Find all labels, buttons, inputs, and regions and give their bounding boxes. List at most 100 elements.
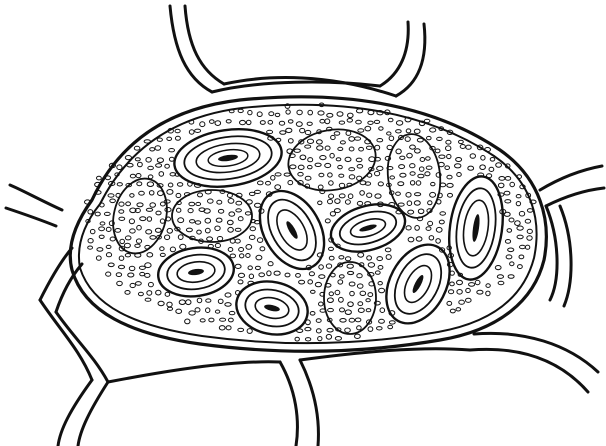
granule <box>357 326 362 330</box>
granule <box>127 163 133 167</box>
granule <box>349 168 355 171</box>
granule <box>468 166 474 170</box>
granule <box>218 209 223 213</box>
granule <box>155 146 161 150</box>
granule <box>406 129 411 133</box>
granule <box>396 121 402 126</box>
granule <box>228 199 234 204</box>
granule <box>200 122 205 127</box>
granule <box>140 272 145 275</box>
granule <box>218 299 223 303</box>
granule <box>356 158 362 162</box>
granule <box>259 273 265 277</box>
granule <box>217 237 222 241</box>
granule <box>267 271 271 276</box>
granule <box>208 199 214 203</box>
granule <box>389 136 394 141</box>
granule <box>305 145 311 148</box>
granule <box>330 153 334 158</box>
granule <box>248 266 252 270</box>
granule <box>519 211 524 216</box>
granule <box>368 263 374 268</box>
granule <box>255 266 260 269</box>
granule <box>206 308 210 313</box>
granule <box>238 273 244 277</box>
granule <box>236 201 242 205</box>
granule <box>469 283 475 287</box>
granule <box>366 309 371 312</box>
granule <box>470 154 475 159</box>
granule <box>386 255 391 260</box>
granule <box>415 193 421 196</box>
granule <box>327 298 333 303</box>
granule <box>317 146 323 150</box>
granular-body-1 <box>283 123 380 197</box>
granule <box>436 239 441 244</box>
granule <box>390 176 395 179</box>
granule <box>308 110 313 115</box>
granule <box>367 193 372 197</box>
granule <box>510 262 514 266</box>
granule <box>498 281 504 284</box>
granule <box>385 248 391 252</box>
granule <box>519 255 524 259</box>
granule <box>296 122 302 127</box>
granule <box>248 110 252 114</box>
granule <box>275 173 281 176</box>
granule <box>136 282 142 286</box>
granule <box>388 325 393 328</box>
granule <box>335 290 340 294</box>
granule <box>439 155 445 158</box>
granule <box>119 256 124 260</box>
granule <box>210 120 215 124</box>
granule <box>328 308 334 311</box>
granule <box>150 236 156 240</box>
granule <box>459 140 464 143</box>
granule <box>496 163 502 168</box>
granule <box>508 275 514 279</box>
granule <box>498 183 504 188</box>
granule <box>388 118 393 122</box>
granule <box>368 327 373 332</box>
granule <box>517 235 523 239</box>
granule <box>426 157 431 160</box>
granule <box>318 111 324 115</box>
granule <box>160 247 164 251</box>
granule <box>147 253 153 257</box>
granule <box>405 137 410 142</box>
granule <box>307 139 313 143</box>
granule <box>260 247 265 251</box>
granule <box>337 112 343 117</box>
granule <box>129 219 134 224</box>
granule <box>148 175 153 179</box>
granule <box>415 226 420 231</box>
granule <box>97 176 102 180</box>
granule <box>239 248 244 252</box>
granule <box>347 119 352 123</box>
granule <box>216 218 222 222</box>
granule <box>377 139 383 142</box>
granule <box>275 185 281 190</box>
granule <box>167 307 172 310</box>
granule <box>125 291 130 295</box>
granule <box>427 136 432 139</box>
granule <box>445 166 450 170</box>
granule <box>170 247 175 252</box>
granule <box>425 172 430 176</box>
granule <box>334 209 340 213</box>
granule <box>129 266 135 270</box>
granule <box>357 284 363 288</box>
granule <box>315 282 321 286</box>
granule <box>279 121 284 125</box>
granule <box>418 209 424 214</box>
granule <box>145 273 150 277</box>
granule <box>349 147 354 151</box>
granule <box>527 236 532 240</box>
granule <box>179 300 185 305</box>
granule <box>146 230 152 234</box>
granule <box>178 218 184 223</box>
granule <box>319 173 324 177</box>
granule <box>144 140 150 143</box>
granule <box>286 128 292 132</box>
granule <box>176 309 182 313</box>
